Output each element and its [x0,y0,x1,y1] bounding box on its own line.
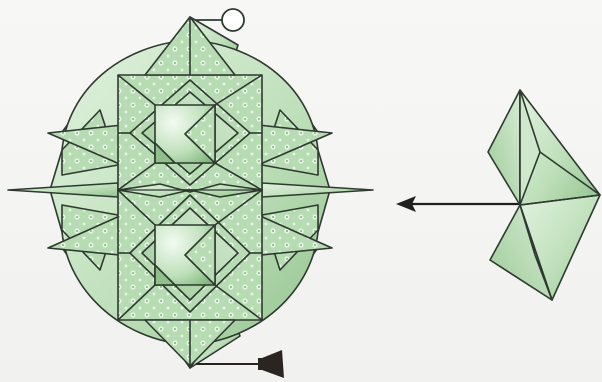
assembled-ornament [8,17,373,368]
insertion-arrow [396,196,520,212]
loose-unit [488,90,600,300]
